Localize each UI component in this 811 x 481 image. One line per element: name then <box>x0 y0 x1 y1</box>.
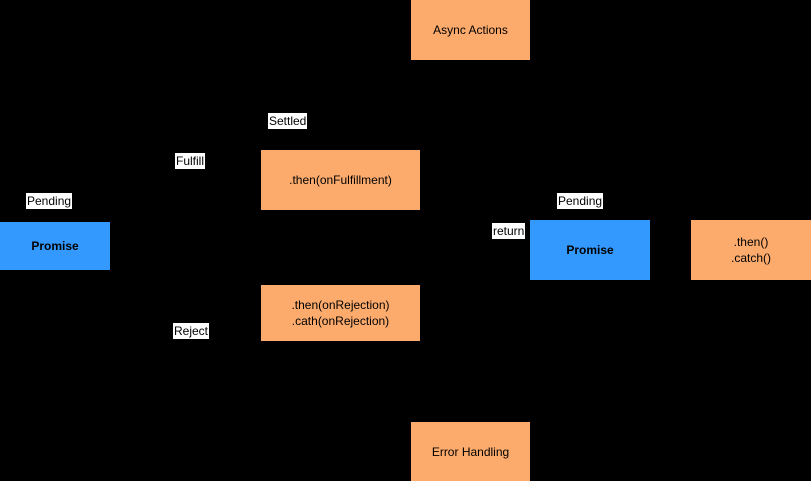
edge-label-fulfill-text: Fulfill <box>176 154 205 168</box>
node-async-actions-label: Async Actions <box>433 23 508 37</box>
node-then-catch[interactable]: .then() .catch() <box>691 220 811 280</box>
edge-label-pending-right-text: Pending <box>558 194 603 208</box>
edge-label-pending-left-text: Pending <box>27 194 72 208</box>
edge-label-reject-text: Reject <box>174 324 209 338</box>
node-promise-right[interactable]: Promise <box>530 220 650 280</box>
node-then-catch-label: .then() .catch() <box>730 235 771 265</box>
edge-label-reject: Reject <box>173 323 210 339</box>
node-then-catch-on-rejection-label: .then(onRejection) .cath(onRejection) <box>291 298 390 328</box>
node-promise-left[interactable]: Promise <box>0 222 110 270</box>
node-promise-left-label: Promise <box>31 239 79 253</box>
node-then-on-fulfillment-label: .then(onFulfillment) <box>289 173 392 187</box>
node-async-actions[interactable]: Async Actions <box>411 0 530 60</box>
node-error-handling[interactable]: Error Handling <box>411 422 530 481</box>
edge-label-fulfill: Fulfill <box>175 153 206 169</box>
node-error-handling-label: Error Handling <box>431 444 510 459</box>
node-promise-right-label: Promise <box>566 243 614 257</box>
edge-label-pending-right: Pending <box>557 193 604 209</box>
edge-label-return: return <box>492 223 526 239</box>
edge-label-settled: Settled <box>268 113 308 129</box>
edge-label-pending-left: Pending <box>26 193 73 209</box>
node-then-on-fulfillment[interactable]: .then(onFulfillment) <box>261 150 420 210</box>
edge-label-settled-text: Settled <box>269 114 307 128</box>
node-then-catch-on-rejection[interactable]: .then(onRejection) .cath(onRejection) <box>261 285 420 341</box>
edge-label-return-text: return <box>493 224 525 238</box>
